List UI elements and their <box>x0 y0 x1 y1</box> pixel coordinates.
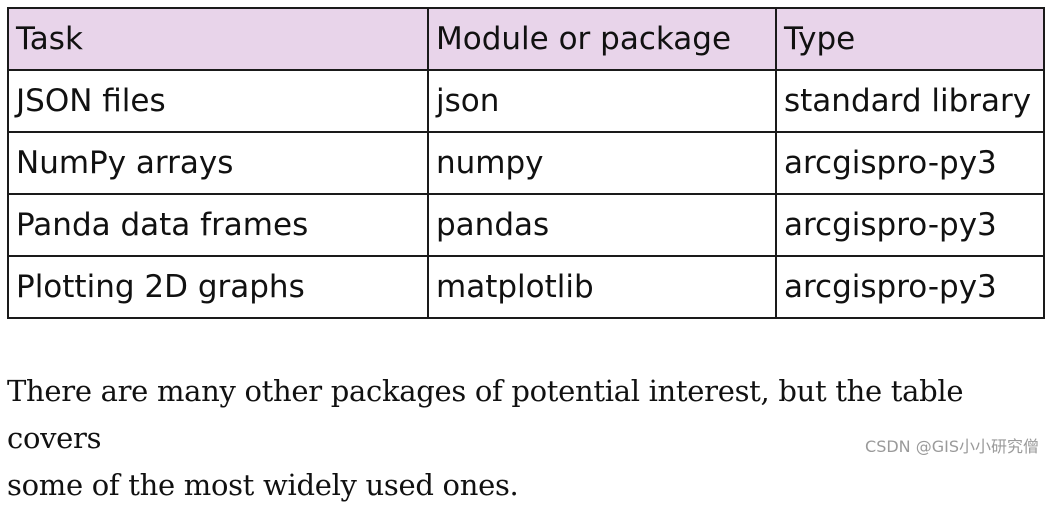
cell-type: standard library <box>775 69 1045 133</box>
cell-task: Panda data frames <box>7 193 429 257</box>
cell-task: Plotting 2D graphs <box>7 255 429 319</box>
table-row: JSON files json standard library <box>7 69 1045 133</box>
cell-module: pandas <box>427 193 777 257</box>
modules-table: Task Module or package Type JSON files j… <box>7 7 1045 319</box>
watermark: CSDN @GIS小小研究僧 <box>865 437 1039 456</box>
table-row: Plotting 2D graphs matplotlib arcgispro-… <box>7 255 1045 319</box>
cell-type: arcgispro-py3 <box>775 131 1045 195</box>
cell-module: json <box>427 69 777 133</box>
table-row: Panda data frames pandas arcgispro-py3 <box>7 193 1045 257</box>
cell-module: matplotlib <box>427 255 777 319</box>
table-header-row: Task Module or package Type <box>7 7 1045 71</box>
paragraph-line-1: There are many other packages of potenti… <box>7 374 964 455</box>
paragraph-line-2: some of the most widely used ones. <box>7 468 519 502</box>
cell-task: NumPy arrays <box>7 131 429 195</box>
header-module: Module or package <box>427 7 777 71</box>
header-type: Type <box>775 7 1045 71</box>
table-row: NumPy arrays numpy arcgispro-py3 <box>7 131 1045 195</box>
header-task: Task <box>7 7 429 71</box>
cell-type: arcgispro-py3 <box>775 255 1045 319</box>
cell-task: JSON files <box>7 69 429 133</box>
cell-module: numpy <box>427 131 777 195</box>
cell-type: arcgispro-py3 <box>775 193 1045 257</box>
